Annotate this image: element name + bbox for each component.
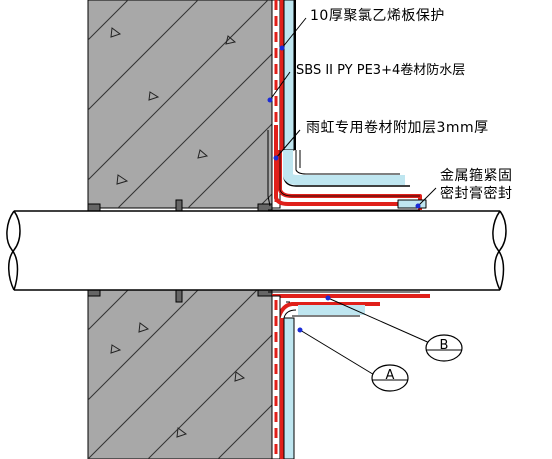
callout-a-label: A (386, 368, 395, 383)
protect-board-label: 10厚聚氯乙烯板保护 (310, 8, 445, 24)
concrete-wall-upper (87, 0, 273, 209)
membrane-vertical-lower (271, 295, 297, 459)
membrane-label: SBS II PY PE3+4卷材防水层 (296, 62, 465, 78)
clamp-label-line1: 金属箍紧固 (440, 167, 513, 184)
callout-a: A (371, 364, 409, 392)
additional-layer-label: 雨虹专用卷材附加层3mm厚 (306, 120, 489, 136)
leader-lines (267, 17, 437, 377)
additional-layer-upper (267, 125, 427, 211)
callout-b-label: B (440, 338, 449, 353)
concrete-wall-lower (87, 289, 273, 459)
pipe (6, 210, 507, 291)
clamp-label-line2: 密封膏密封 (440, 185, 513, 202)
callout-b: B (425, 334, 463, 362)
